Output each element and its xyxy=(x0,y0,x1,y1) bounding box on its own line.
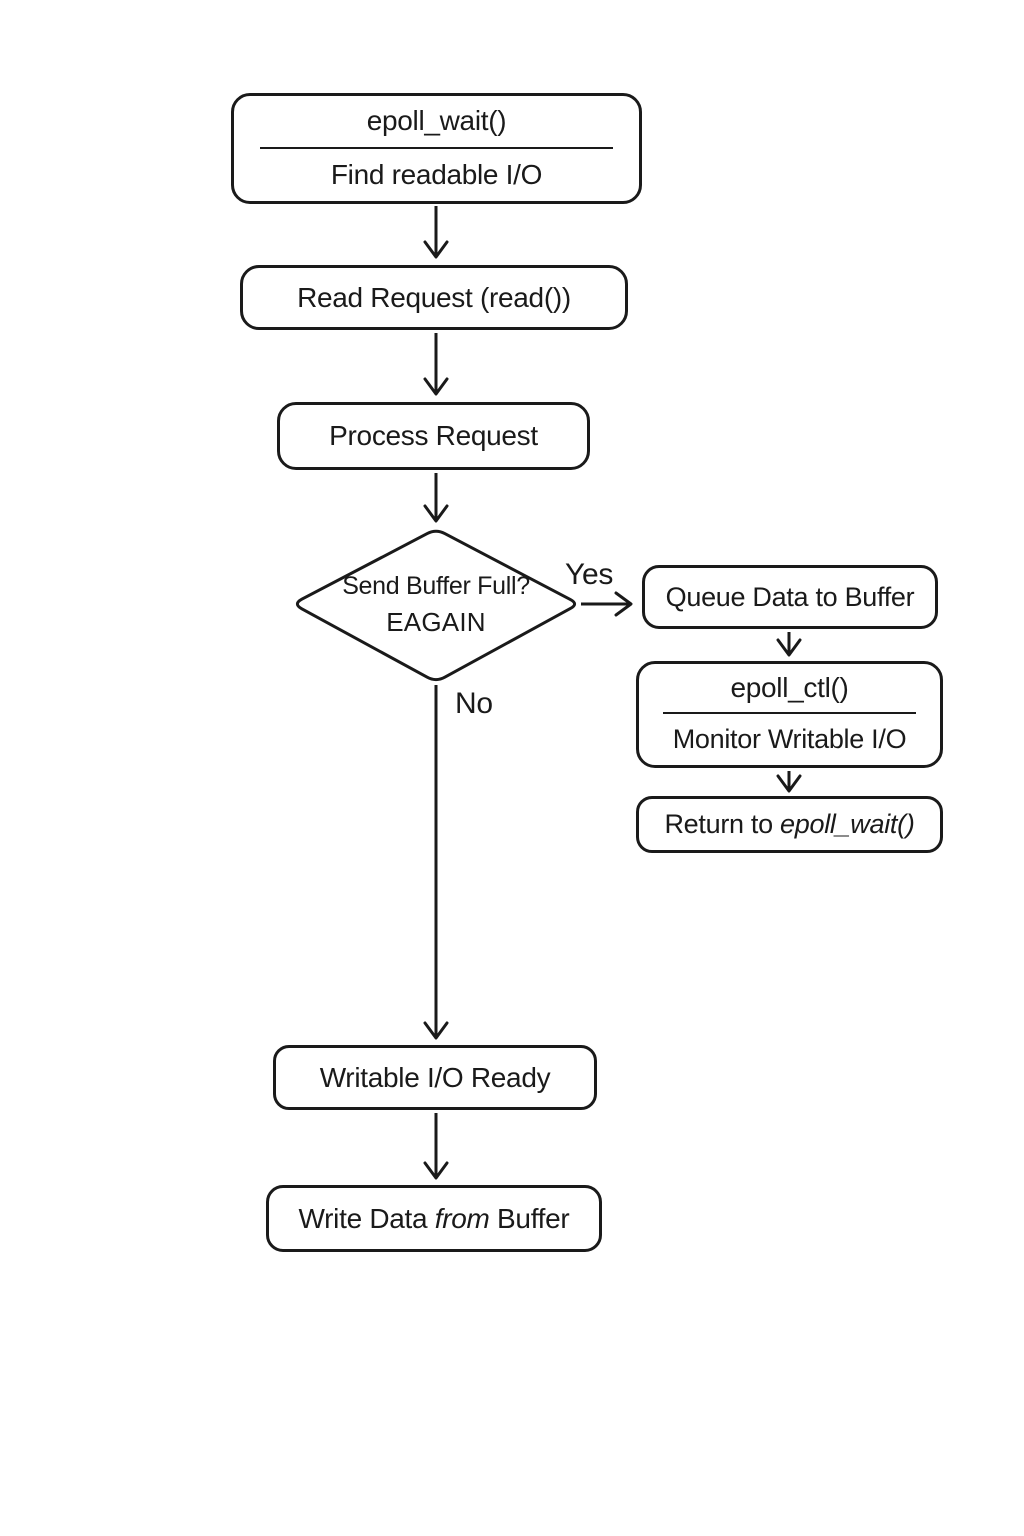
writable-ready-label: Writable I/O Ready xyxy=(319,1061,551,1093)
write-data-prefix: Write Data xyxy=(298,1202,435,1234)
node-process-request: Process Request xyxy=(277,402,590,470)
node-return-epoll-wait: Return to epoll_wait() xyxy=(636,796,943,853)
node-queue-data: Queue Data to Buffer xyxy=(642,565,938,629)
node-write-data: Write Data from Buffer xyxy=(266,1185,602,1252)
process-request-label: Process Request xyxy=(329,420,538,451)
write-data-emphasis: from xyxy=(434,1202,490,1234)
write-data-suffix: Buffer xyxy=(489,1202,570,1234)
decision-question: Send Buffer Full? xyxy=(342,572,530,600)
node-decision-text: Send Buffer Full? EAGAIN xyxy=(303,545,569,665)
no-branch-label: No xyxy=(455,687,493,720)
return-label-code: epoll_wait() xyxy=(780,809,915,839)
epoll-ctl-subtitle: Monitor Writable I/O xyxy=(672,723,907,754)
write-data-label: Write Data from Buffer xyxy=(269,1203,599,1235)
queue-data-label: Queue Data to Buffer xyxy=(665,581,915,612)
yes-branch-label: Yes xyxy=(565,558,614,591)
read-request-label: Read Request (read()) xyxy=(297,281,571,313)
epoll-wait-title: epoll_wait() xyxy=(366,105,507,137)
return-label: Return to epoll_wait() xyxy=(639,809,940,840)
decision-errno: EAGAIN xyxy=(386,607,486,637)
node-read-request: Read Request (read()) xyxy=(240,265,628,330)
return-label-prefix: Return to xyxy=(664,809,781,839)
epoll-wait-divider xyxy=(260,146,613,149)
epoll-ctl-title: epoll_ctl() xyxy=(730,671,849,703)
node-epoll-wait: epoll_wait() Find readable I/O xyxy=(231,93,642,204)
epoll-ctl-divider xyxy=(663,711,916,714)
epoll-wait-subtitle: Find readable I/O xyxy=(330,158,543,190)
node-writable-ready: Writable I/O Ready xyxy=(273,1045,597,1110)
node-epoll-ctl: epoll_ctl() Monitor Writable I/O xyxy=(636,661,943,768)
